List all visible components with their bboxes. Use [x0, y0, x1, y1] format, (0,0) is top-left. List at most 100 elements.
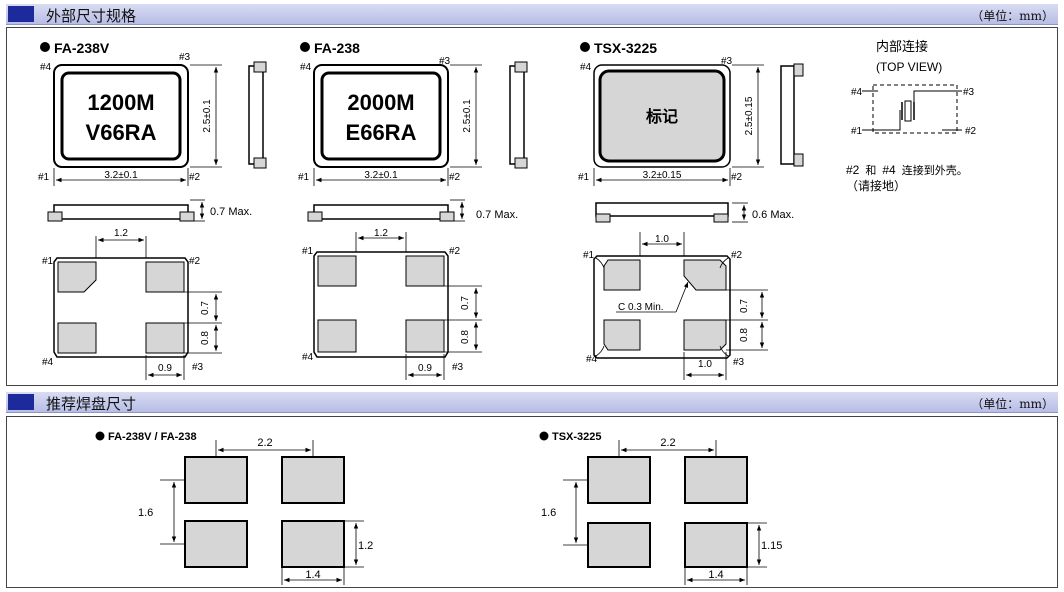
- land-name: TSX-3225: [552, 431, 602, 443]
- package-fa-238: FA-238 2000M E66RA #4 #3 #1 #2 3.2±0.1 2…: [298, 40, 528, 380]
- land-pad: [281, 520, 345, 568]
- pin-label-1: #1: [38, 172, 50, 183]
- section-unit: （单位：mm）: [971, 9, 1054, 23]
- internal-note-ground: （请接地）: [846, 178, 906, 193]
- pin-label-3: #3: [733, 357, 745, 368]
- dim-height: 2.5±0.15: [744, 96, 755, 135]
- land-height: 1.6: [138, 507, 153, 519]
- note-pin-4: #4: [882, 163, 896, 177]
- package-lid: [320, 71, 442, 161]
- dim-width: 3.2±0.15: [643, 170, 682, 181]
- profile-view: [595, 202, 729, 217]
- pad-4: [603, 319, 641, 351]
- pin-label-3: #3: [452, 362, 464, 373]
- pin-label-2: #2: [449, 246, 461, 257]
- pad-3: [145, 322, 185, 354]
- marking-line2: V66RA: [86, 120, 157, 145]
- land-pad-w: 1.4: [708, 569, 723, 581]
- pad-1: [603, 259, 641, 291]
- land-pad-h: 1.2: [358, 540, 373, 552]
- dim-pad-spacing: 1.2: [374, 228, 388, 239]
- pin-label-3: #3: [721, 56, 733, 67]
- side-view: [780, 65, 795, 165]
- pad-2: [405, 255, 445, 287]
- header-square-icon: [8, 394, 34, 410]
- pin-label-2: #2: [449, 172, 461, 183]
- pin-label-4: #4: [302, 352, 314, 363]
- note-and: 和: [865, 164, 876, 177]
- land-pad: [684, 456, 748, 504]
- dim-thickness: 0.6 Max.: [752, 209, 794, 221]
- dim-pad-h2: 0.8: [200, 331, 211, 345]
- pad-2: [145, 261, 185, 293]
- bullet-icon: [580, 42, 590, 52]
- pad-4: [317, 319, 357, 353]
- section-title: 外部尺寸规格: [46, 7, 137, 25]
- section-header-dimensions: 外部尺寸规格 （单位：mm）: [6, 4, 1058, 25]
- pin-label-3: #3: [963, 87, 975, 98]
- land-pattern-panel: [6, 416, 1058, 588]
- land-spacing: 2.2: [660, 437, 675, 449]
- pin-label-1: #1: [851, 126, 863, 137]
- side-view: [248, 65, 264, 165]
- pad-3: [683, 319, 727, 351]
- land-pattern-tsx: TSX-3225 2.2 1.6 1.15 1.4: [539, 431, 782, 585]
- pin-label-3: #3: [439, 56, 451, 67]
- pin-label-1: #1: [583, 250, 595, 261]
- pin-label-2: #2: [731, 250, 743, 261]
- pad-4: [57, 322, 97, 354]
- dim-height: 2.5±0.1: [462, 99, 473, 133]
- land-pad: [184, 456, 248, 504]
- land-height: 1.6: [541, 507, 556, 519]
- dim-pad-h1: 0.7: [200, 301, 211, 315]
- pin-label-4: #4: [40, 62, 52, 73]
- dim-pad-h1: 0.7: [460, 296, 471, 310]
- dim-pad-h1: 0.7: [739, 299, 750, 313]
- land-pattern-fa: FA-238V / FA-238 2.2 1.6 1.2 1.4: [95, 431, 373, 585]
- crystal-lead: [880, 110, 901, 131]
- land-name: FA-238V / FA-238: [108, 431, 197, 443]
- chamfer-note: C 0.3 Min.: [618, 302, 664, 313]
- crystal-symbol: [904, 100, 912, 122]
- land-spacing: 2.2: [257, 437, 272, 449]
- marking-line2: E66RA: [346, 120, 417, 145]
- pin-label-4: #4: [42, 357, 54, 368]
- marking-label: 标记: [645, 108, 678, 126]
- section-header-land-pattern: 推荐焊盘尺寸 （单位：mm）: [6, 392, 1058, 413]
- pin-label-4: #4: [580, 62, 592, 73]
- package-fa-238v: FA-238V 1200M V66RA #4 #3 #1 #2 3.2±0.1 …: [38, 40, 267, 380]
- pin-label-3: #3: [192, 362, 204, 373]
- section-title: 推荐焊盘尺寸: [46, 395, 137, 413]
- pin-label-1: #1: [302, 246, 314, 257]
- pin-label-2: #2: [189, 172, 201, 183]
- pin-label-2: #2: [731, 172, 743, 183]
- bullet-icon: [40, 42, 50, 52]
- pin-label-4: #4: [586, 354, 598, 365]
- dim-pad-h2: 0.8: [739, 328, 750, 342]
- package-tsx-3225: TSX-3225 标记 #4 #3 #1 #2 3.2±0.15 2.5±0.1…: [578, 40, 804, 380]
- land-pad: [184, 520, 248, 568]
- dim-height: 2.5±0.1: [202, 99, 213, 133]
- bullet-icon: [95, 431, 105, 441]
- dim-thickness: 0.7 Max.: [476, 209, 518, 221]
- land-pad-w: 1.4: [305, 569, 320, 581]
- package-name: FA-238V: [54, 40, 110, 56]
- package-name: TSX-3225: [594, 40, 657, 56]
- marking-line1: 2000M: [347, 90, 414, 115]
- bullet-icon: [539, 431, 549, 441]
- pin-label-2: #2: [189, 256, 201, 267]
- dim-pad-spacing: 1.0: [655, 234, 669, 245]
- marking-line1: 1200M: [87, 90, 154, 115]
- dim-pad-spacing: 1.2: [114, 228, 128, 239]
- dim-pad-w: 0.9: [158, 363, 172, 374]
- package-lid: [60, 71, 182, 161]
- pin-label-1: #1: [298, 172, 310, 183]
- section-unit: （单位：mm）: [971, 397, 1054, 411]
- side-view: [509, 65, 525, 165]
- dim-pad-w: 0.9: [418, 363, 432, 374]
- profile-view: [53, 204, 189, 220]
- internal-title: 内部连接: [876, 39, 928, 54]
